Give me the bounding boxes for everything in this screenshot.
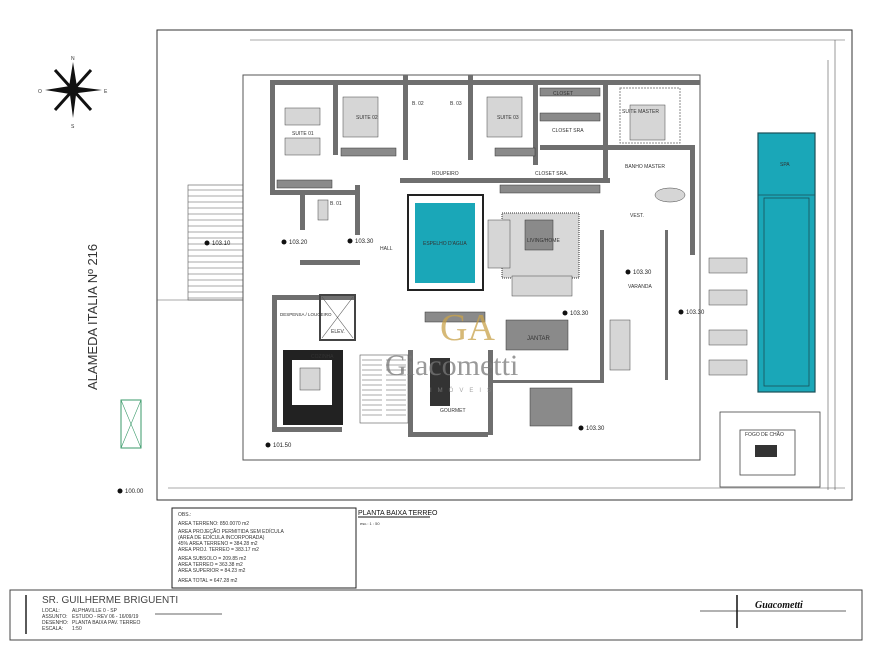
room-label-roupeiro: ROUPEIRO bbox=[432, 171, 459, 177]
room-label-suite-03: SUITE 03 bbox=[497, 115, 519, 121]
title-field-value: ESTUDO - REV 06 - 16/09/19 bbox=[72, 614, 139, 620]
reflecting-pool-frame bbox=[407, 194, 484, 291]
street-label: ALAMEDA ITALIA Nº 216 bbox=[85, 244, 100, 390]
area-note-line: AREA TERRENO: 850.0070 m2 bbox=[178, 521, 249, 527]
room-label-suite-01: SUITE 01 bbox=[292, 131, 314, 137]
svg-text:OBS.:: OBS.: bbox=[178, 512, 191, 518]
svg-text:Giacometti: Giacometti bbox=[385, 349, 518, 382]
svg-text:103.30: 103.30 bbox=[633, 270, 652, 276]
svg-text:103.30: 103.30 bbox=[686, 310, 705, 316]
svg-text:103.30: 103.30 bbox=[570, 311, 589, 317]
area-note-line: AREA TOTAL = 647.28 m2 bbox=[178, 578, 238, 584]
room-label-spa: SPA bbox=[780, 162, 790, 168]
living-furniture bbox=[283, 212, 821, 488]
area-note-line: AREA SUBSOLO = 209.85 m2 bbox=[178, 556, 246, 562]
sun-lounger bbox=[708, 329, 748, 346]
sun-lounger bbox=[708, 289, 748, 306]
compass-west-label: O bbox=[38, 89, 42, 95]
svg-text:103.30: 103.30 bbox=[586, 426, 605, 432]
level-markers: 103.10 103.20 103.30 103.30 103.30 103.3… bbox=[117, 238, 705, 495]
title-field-label: ASSUNTO: bbox=[42, 614, 67, 620]
room-label-jantar: JANTAR bbox=[527, 336, 551, 342]
svg-text:GA: GA bbox=[440, 307, 495, 349]
drawing-title: PLANTA BAIXA TERREO bbox=[358, 510, 438, 517]
room-label-vest: VEST. bbox=[630, 213, 644, 219]
room-label-suite-02: SUITE 02 bbox=[356, 115, 378, 121]
title-field-label: LOCAL: bbox=[42, 608, 60, 614]
compass-north-label: N bbox=[71, 56, 75, 62]
area-note-line: AREA PROJEÇÃO PERMITIDA SEM EDÍCULA bbox=[178, 528, 285, 535]
room-label-closet-sra: CLOSET SRA bbox=[552, 128, 584, 134]
room-label-living: LIVING/HOME bbox=[527, 238, 560, 244]
architect-signature: Guacometti bbox=[755, 600, 803, 611]
client-name: SR. GUILHERME BRIGUENTI bbox=[42, 595, 178, 606]
area-note-line: 45% AREA TERRENO = 384.28 m2 bbox=[178, 541, 258, 547]
room-label-fogo-de-chao: FOGO DE CHÃO bbox=[745, 431, 784, 438]
room-label-cozinha: COZINHA bbox=[311, 354, 334, 360]
room-label-gourmet: GOURMET bbox=[440, 408, 466, 414]
title-field-value: PLANTA BAIXA PAV. TERREO bbox=[72, 620, 140, 626]
room-label-closet-sra-2: CLOSET SRA. bbox=[535, 171, 568, 177]
interior-stairs bbox=[359, 354, 409, 424]
room-label-banho-master: BANHO MASTER bbox=[625, 164, 665, 170]
title-block bbox=[9, 589, 863, 641]
sun-loungers bbox=[708, 257, 748, 376]
area-note-line: AREA SUPERIOR = 84.23 m2 bbox=[178, 568, 246, 574]
lot-boundary bbox=[156, 29, 853, 501]
room-label-espelho-dagua: ESPELHO D'AGUA bbox=[423, 241, 467, 247]
drawing-scale: esc.: 1 : 50 bbox=[360, 521, 380, 526]
swimming-pool bbox=[757, 132, 816, 393]
room-label-suite-master: SUITE MASTER bbox=[622, 109, 659, 115]
sun-lounger bbox=[708, 257, 748, 274]
room-label-closet: CLOSET bbox=[553, 91, 573, 97]
room-label-hall: HALL bbox=[380, 246, 393, 252]
svg-text:103.20: 103.20 bbox=[289, 240, 308, 246]
room-label-b03: B. 03 bbox=[450, 101, 462, 107]
svg-text:101.50: 101.50 bbox=[273, 443, 292, 449]
svg-text:IMÓVEIS: IMÓVEIS bbox=[430, 387, 497, 394]
title-field-label: ESCALA: bbox=[42, 626, 63, 632]
sun-lounger bbox=[708, 359, 748, 376]
area-note-line: AREA TERREO = 363.38 m2 bbox=[178, 562, 243, 568]
room-label-despensa: DESPENSA / LOUCEIRO bbox=[280, 312, 332, 317]
svg-text:103.10: 103.10 bbox=[212, 241, 231, 247]
room-label-b01: B. 01 bbox=[330, 201, 342, 207]
north-arrow-icon: N S E O bbox=[38, 56, 108, 130]
room-label-b02: B. 02 bbox=[412, 101, 424, 107]
room-label-varanda: VARANDA bbox=[628, 284, 652, 290]
compass-east-label: E bbox=[104, 89, 108, 95]
entry-stairs bbox=[187, 184, 244, 301]
reflecting-pool bbox=[415, 203, 475, 283]
area-note-line: AREA PROJ. TERREO = 383.17 m2 bbox=[178, 547, 259, 553]
compass-south-label: S bbox=[71, 124, 75, 130]
room-label-elevador: ELEV. bbox=[331, 329, 345, 335]
area-note-line: (AREA DE EDÍCULA INCORPORADA) bbox=[178, 534, 265, 541]
entrance-gate bbox=[120, 399, 142, 449]
title-field-value: ALPHAVILLE 0 - SP bbox=[72, 608, 118, 614]
svg-text:103.30: 103.30 bbox=[355, 239, 374, 245]
watermark-logo: GA Giacometti IMÓVEIS bbox=[385, 307, 518, 394]
title-field-value: 1:50 bbox=[72, 626, 82, 632]
svg-text:100.00: 100.00 bbox=[125, 489, 144, 495]
title-field-label: DESENHO: bbox=[42, 620, 68, 626]
